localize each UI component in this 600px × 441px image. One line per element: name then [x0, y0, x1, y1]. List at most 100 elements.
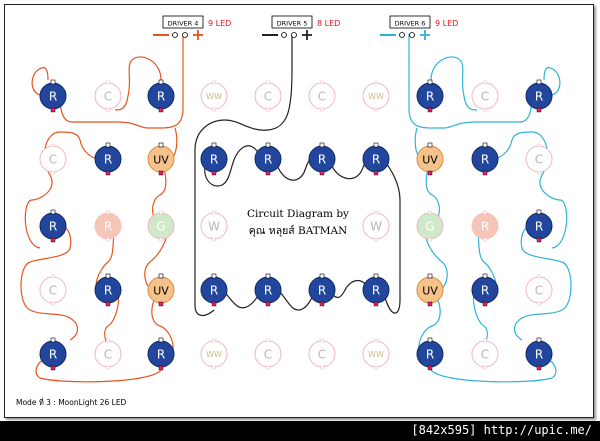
led-c: C [254, 338, 282, 370]
led-c: C [94, 338, 122, 370]
driver-box [389, 15, 431, 29]
led-anode [427, 142, 433, 148]
wire-driver-5 [194, 34, 401, 316]
led-cathode [536, 237, 542, 243]
led-r: R [525, 79, 553, 113]
led-cathode [483, 237, 487, 242]
led-cathode [319, 170, 325, 176]
driver-led-count: 9 LED [208, 19, 231, 28]
led-cathode [50, 237, 56, 243]
led-anode [537, 143, 541, 148]
led-anode [50, 209, 56, 215]
led-label: R [318, 153, 326, 167]
led-cathode [50, 107, 56, 113]
led-label: C [535, 153, 543, 167]
driver-label: DRIVER 4 [168, 20, 199, 28]
led-uv: UV [416, 273, 444, 307]
led-label: C [49, 153, 57, 167]
driver-label: DRIVER 6 [395, 20, 426, 28]
led-label: R [264, 284, 272, 298]
led-r: R [39, 79, 67, 113]
led-r: R [525, 209, 553, 243]
led-c: C [471, 338, 499, 370]
led-r: R [94, 142, 122, 176]
wire-driver-6 [408, 34, 572, 383]
led-uv: UV [147, 273, 175, 307]
led-label: R [426, 90, 434, 104]
led-label: C [49, 284, 57, 298]
led-cathode [373, 301, 379, 307]
led-cathode [212, 365, 216, 370]
led-anode [319, 142, 325, 148]
led-label: R [49, 220, 57, 234]
led-c: C [94, 80, 122, 112]
led-r: R [39, 337, 67, 371]
led-label: G [425, 220, 434, 234]
led-label: C [264, 348, 272, 362]
led-cathode [106, 107, 110, 112]
led-anode [159, 210, 163, 215]
led-anode [373, 273, 379, 279]
led-label: R [372, 284, 380, 298]
led-c: C [254, 80, 282, 112]
led-r: R [94, 210, 122, 242]
led-anode [483, 338, 487, 343]
led-cathode [537, 170, 541, 175]
driver-terminal [281, 32, 287, 38]
led-r: R [147, 79, 175, 113]
led-cathode [158, 170, 164, 176]
led-w: W [362, 210, 390, 242]
led-anode [320, 80, 324, 85]
led-label: W [208, 220, 220, 234]
led-r: R [416, 337, 444, 371]
led-r: R [471, 142, 499, 176]
led-label: UV [153, 154, 169, 167]
led-label: G [156, 220, 165, 234]
driver-terminal [291, 32, 297, 38]
led-label: C [535, 284, 543, 298]
led-r: R [362, 142, 390, 176]
led-r: R [200, 273, 228, 307]
led-label: R [372, 153, 380, 167]
led-cathode [212, 237, 216, 242]
led-cathode [211, 170, 217, 176]
led-r: R [471, 273, 499, 307]
led-label: R [49, 90, 57, 104]
led-r: R [147, 337, 175, 371]
led-anode [266, 338, 270, 343]
led-r: R [416, 79, 444, 113]
led-r: R [362, 273, 390, 307]
led-cathode [482, 170, 488, 176]
led-cathode [105, 170, 111, 176]
led-label: C [104, 90, 112, 104]
led-w: W [200, 210, 228, 242]
led-label: R [49, 348, 57, 362]
led-anode [158, 337, 164, 343]
led-anode [106, 210, 110, 215]
led-label: R [481, 153, 489, 167]
led-anode [427, 79, 433, 85]
driver-box [271, 15, 313, 29]
led-anode [482, 273, 488, 279]
driver-terminal [182, 32, 188, 38]
led-cathode [373, 170, 379, 176]
led-cathode [211, 301, 217, 307]
driver-box [162, 15, 204, 29]
led-cathode [212, 107, 216, 112]
led-g: G [416, 210, 444, 242]
led-anode [483, 210, 487, 215]
led-anode [320, 338, 324, 343]
led-label: WW [206, 92, 222, 101]
led-label: C [318, 90, 326, 104]
led-anode [536, 79, 542, 85]
driver-terminal [172, 32, 178, 38]
led-label: C [318, 348, 326, 362]
led-r: R [471, 210, 499, 242]
led-label: R [318, 284, 326, 298]
led-cathode [106, 237, 110, 242]
led-cathode [536, 365, 542, 371]
